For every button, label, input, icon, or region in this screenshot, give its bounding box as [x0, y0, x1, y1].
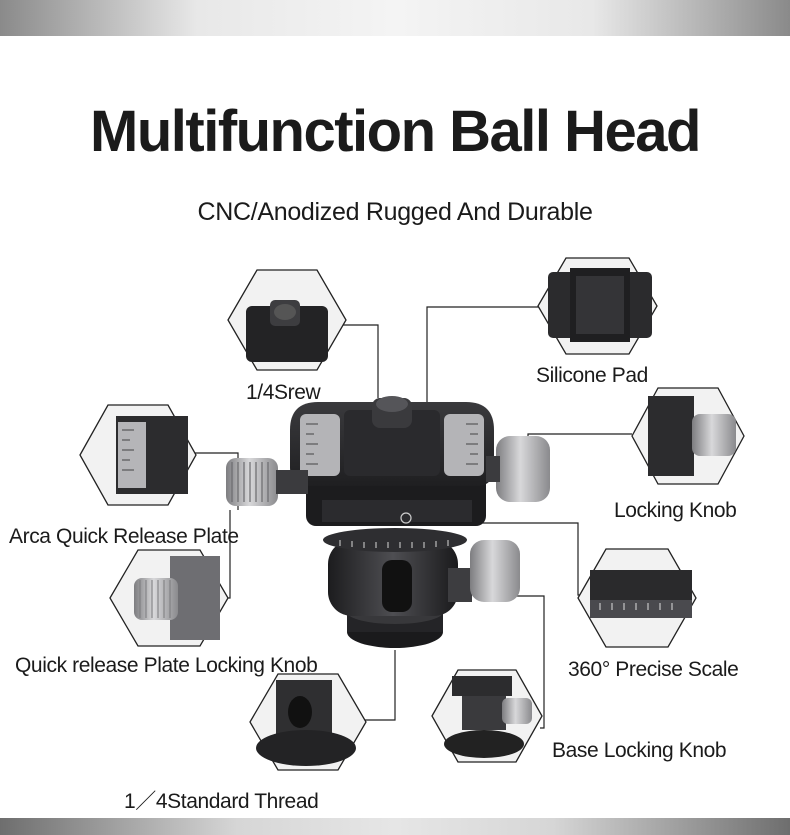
hex-callout-plate-knob: [109, 549, 229, 647]
label-standard-thread: 1／4Standard Thread: [124, 790, 319, 813]
ball-head-product: [226, 396, 550, 648]
hex-callout-arca-plate: [79, 404, 197, 506]
label-arca-plate: Arca Quick Release Plate: [9, 525, 239, 548]
hex-callout-locking-knob: [631, 387, 745, 485]
hex-callout-silicone-pad: [537, 257, 658, 355]
page-subtitle: CNC/Anodized Rugged And Durable: [197, 198, 593, 226]
leader-screw: [330, 324, 379, 398]
hex-callout-precise-scale: [577, 548, 697, 648]
page-title: Multifunction Ball Head: [90, 99, 701, 164]
label-precise-scale: 360° Precise Scale: [568, 658, 739, 681]
hex-callout-base-knob: [431, 669, 543, 763]
label-silicone-pad: Silicone Pad: [536, 364, 648, 387]
leader-silicone-pad: [426, 306, 540, 440]
label-locking-knob: Locking Knob: [614, 499, 737, 522]
bottom-gradient-band: [0, 818, 790, 835]
label-plate-locking-knob: Quick release Plate Locking Knob: [15, 654, 318, 677]
hex-callout-standard-thread: [249, 673, 367, 771]
hex-callout-screw: [227, 269, 347, 371]
leader-plate-knob: [222, 510, 231, 599]
label-base-locking-knob: Base Locking Knob: [552, 739, 727, 762]
label-screw: 1/4Srew: [246, 381, 321, 404]
top-gradient-band: [0, 0, 790, 36]
